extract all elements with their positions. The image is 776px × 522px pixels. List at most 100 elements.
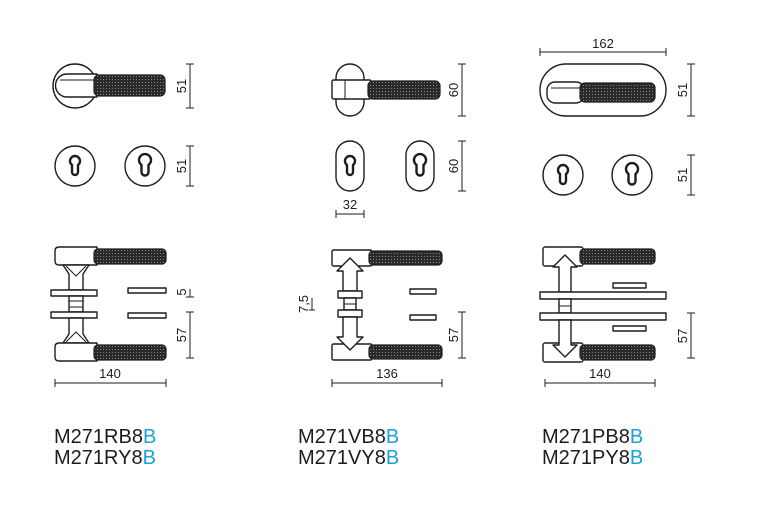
lever-neck (54, 246, 98, 266)
plate-escutcheons-view (542, 154, 653, 196)
finish-letter: B (630, 447, 643, 469)
lever-neck (54, 73, 98, 98)
lever-shank (62, 317, 90, 344)
lever-shank (336, 316, 364, 351)
dimension-label: 162 (592, 36, 614, 51)
dimension-label: 7,5 (296, 295, 311, 313)
shank-chevron (65, 331, 87, 343)
dimension-lever-height: 57 (174, 311, 194, 359)
oval-rose-codes: M271VB8B M271VY8B (298, 426, 399, 469)
keyhole-icon (556, 163, 570, 186)
lever-grip (93, 74, 166, 97)
dimension-label: 51 (174, 159, 189, 173)
round-rose-top-view (52, 63, 166, 109)
dimension-label: 60 (446, 83, 461, 97)
long-plate-side-view (539, 246, 667, 363)
dimension-lever-height: 57 (446, 311, 466, 359)
dimension-plate-width: 162 (539, 36, 667, 56)
long-plate-side (539, 312, 667, 321)
escutcheon-side (127, 287, 167, 294)
lever-neck (546, 81, 585, 104)
long-plate-top-view (539, 63, 667, 117)
dimension-escutcheon-width: 32 (335, 197, 365, 218)
lever-grip (368, 250, 443, 266)
keyhole-icon (68, 154, 82, 177)
dimension-overall-length: 136 (331, 366, 443, 387)
finish-letter: B (386, 426, 399, 448)
rose-plate (50, 311, 98, 319)
dimension-overall-length: 140 (54, 366, 167, 387)
oval-escutcheons-view (335, 140, 435, 192)
oval-rose-side-view (331, 249, 443, 361)
euro-cylinder-icon (412, 152, 428, 177)
finish-letter: B (630, 426, 643, 448)
dimension-label: 60 (446, 159, 461, 173)
escutcheon-side (409, 314, 437, 321)
lever-grip (367, 80, 441, 100)
dimension-label: 51 (174, 79, 189, 93)
escutcheon-side (409, 288, 437, 295)
lever-grip (579, 248, 656, 265)
finish-letter: B (143, 426, 156, 448)
lever-grip (93, 248, 167, 265)
dimension-rose-height: 51 (174, 63, 194, 109)
dimension-escutcheon-height: 51 (675, 154, 695, 196)
finish-letter: B (143, 447, 156, 469)
escutcheon-side (612, 282, 647, 289)
round-rose-codes: M271RB8B M271RY8B (54, 426, 156, 469)
dimension-lever-height: 57 (675, 312, 695, 359)
model-code: M271RB8B (54, 426, 156, 448)
euro-cylinder-icon (624, 161, 640, 186)
dimension-overall-length: 140 (544, 366, 656, 387)
finish-letter: B (386, 447, 399, 469)
dimension-rose-gap: 7,5 (296, 295, 315, 313)
round-rose-side-view (50, 246, 167, 362)
lever-shank (552, 319, 578, 358)
model-number: M271VB8 (298, 426, 386, 448)
dimension-label: 57 (675, 329, 690, 343)
euro-cylinder-icon (137, 152, 153, 177)
spindle (68, 295, 84, 313)
model-number: M271VY8 (298, 447, 386, 469)
lever-shank (62, 264, 90, 291)
model-code: M271VB8B (298, 426, 399, 448)
dimension-label: 140 (99, 366, 121, 381)
model-code: M271PY8B (542, 447, 643, 469)
model-code: M271RY8B (54, 447, 156, 469)
long-plate-side (539, 291, 667, 300)
dimension-label: 140 (589, 366, 611, 381)
dimension-rose-gap: 5 (174, 288, 194, 298)
dimension-rose-height: 60 (446, 63, 466, 117)
model-code: M271VY8B (298, 447, 399, 469)
rose-plate (50, 289, 98, 297)
long-plate-codes: M271PB8B M271PY8B (542, 426, 643, 469)
dimension-label: 51 (675, 83, 690, 97)
lever-grip (368, 344, 443, 360)
dimension-escutcheon-height: 60 (446, 140, 466, 192)
shank-chevron (65, 265, 87, 277)
model-number: M271RY8 (54, 447, 143, 469)
dimension-label: 32 (343, 197, 357, 212)
dimension-label: 136 (376, 366, 398, 381)
lever-neck (331, 79, 372, 100)
rose-plate (337, 290, 363, 299)
dimension-label: 51 (675, 168, 690, 182)
dimension-escutcheon-height: 51 (174, 145, 194, 187)
model-number: M271RB8 (54, 426, 143, 448)
escutcheon-side (127, 312, 167, 319)
lever-neck (54, 342, 98, 362)
keyhole-icon (343, 154, 357, 177)
model-code: M271PB8B (542, 426, 643, 448)
dimension-label: 57 (174, 328, 189, 342)
lever-grip (93, 344, 167, 361)
lever-grip (579, 82, 656, 103)
rose-plate (337, 309, 363, 318)
dimension-plate-height: 51 (675, 63, 695, 117)
lever-grip (579, 344, 656, 361)
model-number: M271PB8 (542, 426, 630, 448)
oval-rose-top-view (331, 63, 441, 117)
model-number: M271PY8 (542, 447, 630, 469)
escutcheon-side (612, 325, 647, 332)
dimension-label: 5 (174, 288, 189, 295)
